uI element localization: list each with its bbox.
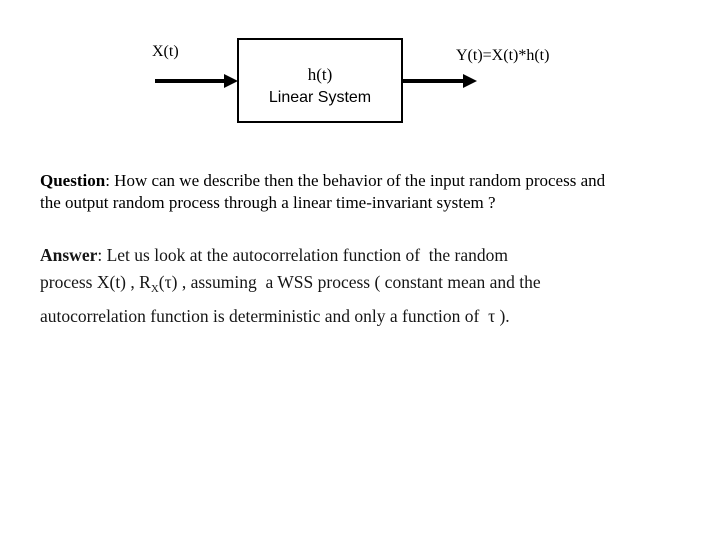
answer-line-2-text-after-subscript: (τ) , assuming a WSS process ( constant … xyxy=(158,272,541,292)
answer-paragraph: Answer: Let us look at the autocorrelati… xyxy=(40,242,700,330)
question-paragraph: Question: How can we describe then the b… xyxy=(40,170,720,214)
question-line-1: Question: How can we describe then the b… xyxy=(40,170,720,192)
question-label: Question xyxy=(40,171,106,190)
output-signal-label: Y(t)=X(t)*h(t) xyxy=(456,47,550,64)
question-line-1-text: : How can we describe then the behavior … xyxy=(105,171,606,190)
output-arrow-head-icon xyxy=(463,74,477,88)
answer-line-2: process X(t) , RX(τ) , assuming a WSS pr… xyxy=(40,269,700,303)
linear-system-block-diagram: X(t) h(t) Linear System Y(t)=X(t)*h(t) xyxy=(0,0,720,150)
input-signal-label: X(t) xyxy=(152,43,179,60)
answer-label: Answer xyxy=(40,245,98,265)
question-line-2: the output random process through a line… xyxy=(40,193,496,212)
output-arrow-shaft xyxy=(402,79,463,83)
linear-system-box: h(t) Linear System xyxy=(237,38,403,123)
input-arrow-shaft xyxy=(155,79,224,83)
impulse-response-label: h(t) xyxy=(307,65,333,84)
autocorrelation-subscript: X xyxy=(150,283,159,295)
answer-line-1-text: : Let us look at the autocorrelation fun… xyxy=(97,245,509,265)
answer-line-3: autocorrelation function is deterministi… xyxy=(40,306,510,326)
input-arrow-head-icon xyxy=(224,74,238,88)
answer-line-1: Answer: Let us look at the autocorrelati… xyxy=(40,242,700,269)
answer-line-2-text: process X(t) , R xyxy=(40,272,151,292)
system-name-label: Linear System xyxy=(268,89,372,106)
